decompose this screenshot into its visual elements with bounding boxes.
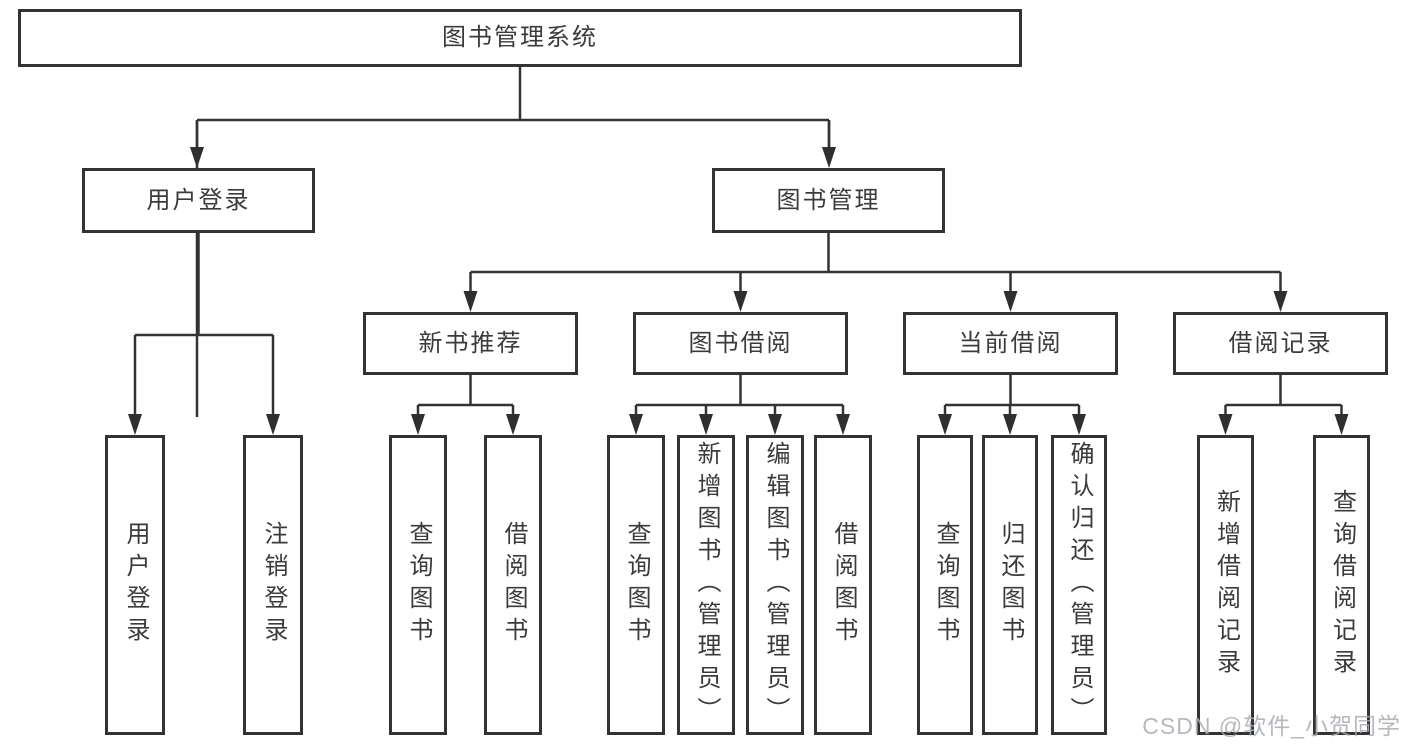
connector-book-borrow: [629, 375, 850, 435]
arrowhead-icon: [938, 414, 952, 435]
arrowhead-icon: [768, 414, 782, 435]
connector-new-book: [411, 375, 520, 435]
node-new-book-recommend: 新书推荐: [363, 312, 578, 375]
arrowhead-icon: [822, 147, 836, 168]
leaf-user-login-label: 用户登录: [122, 521, 149, 649]
node-book-management: 图书管理: [712, 168, 945, 233]
node-user-login: 用户登录: [82, 168, 315, 233]
leaf-edit-book-admin: 编辑图书（管理员）: [746, 435, 804, 735]
node-borrow-records: 借阅记录: [1173, 312, 1388, 375]
leaf-logout-label: 注销登录: [260, 521, 287, 649]
leaf-confirm-return-admin-label: 确认归还（管理员）: [1066, 441, 1093, 729]
connector-current-borrow: [938, 375, 1086, 435]
leaf-logout: 注销登录: [243, 435, 303, 735]
leaf-borrow-books-recommend-label: 借阅图书: [500, 521, 527, 649]
arrowhead-icon: [463, 291, 478, 312]
leaf-edit-book-admin-label: 编辑图书（管理员）: [762, 441, 789, 729]
leaf-query-books-borrow: 查询图书: [607, 435, 665, 735]
arrowhead-icon: [629, 414, 643, 435]
connector-root: [190, 67, 836, 417]
arrowhead-icon: [1273, 291, 1288, 312]
leaf-user-login: 用户登录: [105, 435, 165, 735]
leaf-return-book-label: 归还图书: [997, 521, 1024, 649]
leaf-borrow-books: 借阅图书: [814, 435, 872, 735]
node-borrow-records-label: 借阅记录: [1228, 329, 1333, 357]
leaf-borrow-books-label: 借阅图书: [830, 521, 857, 649]
leaf-query-borrow-record-label: 查询借阅记录: [1328, 489, 1356, 681]
arrowhead-icon: [1218, 414, 1233, 435]
arrowhead-icon: [733, 291, 748, 312]
node-current-borrow-label: 当前借阅: [958, 329, 1063, 357]
node-user-login-label: 用户登录: [146, 186, 251, 214]
csdn-watermark: CSDN @软件_小贺同学: [1142, 713, 1401, 739]
connector-borrow-records: [1218, 375, 1349, 435]
arrowhead-icon: [411, 414, 425, 435]
connector-book-management: [463, 233, 1288, 312]
node-book-borrow-label: 图书借阅: [688, 329, 793, 357]
leaf-query-borrow-record: 查询借阅记录: [1313, 435, 1370, 735]
leaf-query-books-borrow-label: 查询图书: [623, 521, 650, 649]
arrowhead-icon: [1003, 414, 1017, 435]
node-current-borrow: 当前借阅: [903, 312, 1118, 375]
node-root-label: 图书管理系统: [442, 24, 598, 51]
arrowhead-icon: [128, 414, 142, 435]
node-root: 图书管理系统: [18, 9, 1022, 67]
arrowhead-icon: [1003, 291, 1018, 312]
leaf-query-books-recommend: 查询图书: [389, 435, 447, 735]
arrowhead-icon: [190, 147, 204, 168]
leaf-add-book-admin-label: 新增图书（管理员）: [693, 441, 720, 729]
leaf-add-book-admin: 新增图书（管理员）: [677, 435, 735, 735]
connector-user-login: [128, 233, 280, 435]
leaf-return-book: 归还图书: [982, 435, 1038, 735]
arrowhead-icon: [836, 414, 850, 435]
arrowhead-icon: [699, 414, 713, 435]
leaf-confirm-return-admin: 确认归还（管理员）: [1051, 435, 1107, 735]
arrowhead-icon: [1334, 414, 1349, 435]
leaf-add-borrow-record: 新增借阅记录: [1197, 435, 1254, 735]
node-new-book-recommend-label: 新书推荐: [418, 329, 523, 357]
arrowhead-icon: [1072, 414, 1086, 435]
leaf-borrow-books-recommend: 借阅图书: [484, 435, 542, 735]
leaf-query-books-current-label: 查询图书: [932, 521, 959, 649]
arrowhead-icon: [266, 414, 280, 435]
node-book-borrow: 图书借阅: [633, 312, 848, 375]
leaf-query-books-recommend-label: 查询图书: [405, 521, 432, 649]
node-book-management-label: 图书管理: [776, 186, 881, 214]
leaf-query-books-current: 查询图书: [917, 435, 973, 735]
leaf-add-borrow-record-label: 新增借阅记录: [1212, 489, 1240, 681]
arrowhead-icon: [506, 414, 520, 435]
